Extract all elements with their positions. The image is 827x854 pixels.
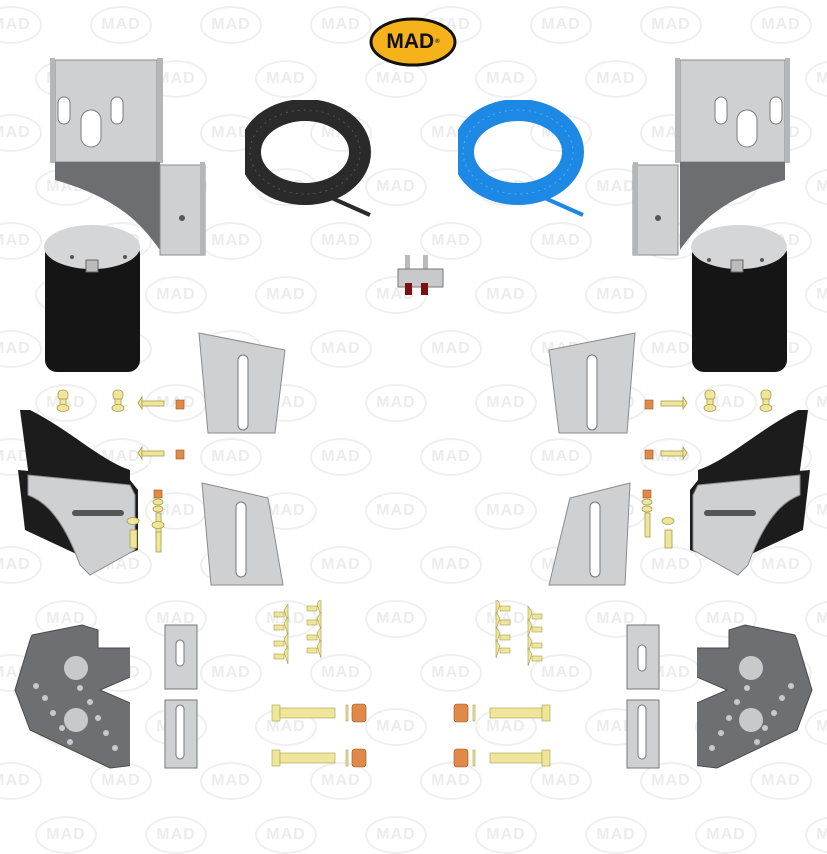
watermark-logo: MAD xyxy=(145,816,207,854)
watermark-logo: MAD xyxy=(530,762,592,800)
watermark-logo: MAD xyxy=(255,816,317,854)
lower-bracket-right xyxy=(690,410,810,576)
spacer-plate-right-upper xyxy=(548,332,636,434)
watermark-logo: MAD xyxy=(365,168,427,206)
air-spring-left xyxy=(44,225,140,372)
long-bolts-left xyxy=(271,703,367,768)
axle-plate-right xyxy=(697,624,813,769)
watermark-logo: MAD xyxy=(310,330,372,368)
watermark-logo: MAD xyxy=(35,816,97,854)
watermark-logo: MAD xyxy=(420,762,482,800)
upper-bracket-right xyxy=(632,58,790,256)
lower-bracket-left xyxy=(18,410,138,576)
watermark-logo: MAD xyxy=(200,654,262,692)
logo-ellipse-icon xyxy=(369,17,457,67)
watermark-logo: MAD xyxy=(310,654,372,692)
watermark-logo: MAD xyxy=(145,276,207,314)
watermark-logo: MAD xyxy=(365,708,427,746)
watermark-logo: MAD xyxy=(530,6,592,44)
logo-label: MAD xyxy=(386,30,435,53)
logo-text: MAD® xyxy=(369,17,457,67)
watermark-logo: MAD xyxy=(695,600,757,638)
watermark-logo: MAD xyxy=(475,384,537,422)
watermark-logo: MAD xyxy=(475,492,537,530)
watermark-logo: MAD xyxy=(0,114,42,152)
watermark-logo: MAD xyxy=(0,222,42,260)
watermark-logo: MAD xyxy=(750,546,812,584)
watermark-logo: MAD xyxy=(200,438,262,476)
watermark-logo: MAD xyxy=(805,816,827,854)
hardware-right-upper xyxy=(641,389,773,549)
registered-mark: ® xyxy=(435,39,440,45)
hardware-left-upper xyxy=(56,389,185,553)
watermark-logo: MAD xyxy=(365,492,427,530)
watermark-logo: MAD xyxy=(805,276,827,314)
watermark-logo: MAD xyxy=(365,600,427,638)
spacer-plate-left-lower xyxy=(201,482,284,586)
watermark-logo: MAD xyxy=(750,6,812,44)
air-line-black xyxy=(245,100,371,217)
watermark-logo: MAD xyxy=(530,222,592,260)
watermark-logo: MAD xyxy=(420,438,482,476)
watermark-logo: MAD xyxy=(420,546,482,584)
spacer-plate-left-upper xyxy=(198,332,286,434)
air-spring-right xyxy=(691,225,787,372)
watermark-logo: MAD xyxy=(255,276,317,314)
watermark-logo: MAD xyxy=(365,816,427,854)
watermark-logo: MAD xyxy=(310,762,372,800)
watermark-logo: MAD xyxy=(805,168,827,206)
spacer-plate-right-lower xyxy=(548,482,631,586)
watermark-logo: MAD xyxy=(805,60,827,98)
watermark-logo: MAD xyxy=(420,330,482,368)
watermark-logo: MAD xyxy=(365,384,427,422)
watermark-logo: MAD xyxy=(585,816,647,854)
upper-bracket-left xyxy=(50,58,206,256)
air-line-blue xyxy=(458,100,584,217)
watermark-logo: MAD xyxy=(750,762,812,800)
countersunk-bolts-right xyxy=(495,600,543,667)
watermark-logo: MAD xyxy=(475,60,537,98)
watermark-logo: MAD xyxy=(640,762,702,800)
watermark-logo: MAD xyxy=(310,546,372,584)
watermark-logo: MAD xyxy=(530,654,592,692)
watermark-logo: MAD xyxy=(475,816,537,854)
watermark-logo: MAD xyxy=(585,60,647,98)
watermark-logo: MAD xyxy=(200,762,262,800)
long-bolts-right xyxy=(453,703,551,768)
watermark-logo: MAD xyxy=(200,6,262,44)
watermark-logo: MAD xyxy=(420,222,482,260)
watermark-logo: MAD xyxy=(475,276,537,314)
mad-logo: MAD® xyxy=(369,17,457,67)
watermark-logo: MAD xyxy=(530,438,592,476)
watermark-logo: MAD xyxy=(640,6,702,44)
watermark-logo: MAD xyxy=(420,654,482,692)
shims-right xyxy=(626,624,660,769)
t-connector xyxy=(397,255,444,295)
watermark-logo: MAD xyxy=(585,276,647,314)
watermark-logo: MAD xyxy=(310,222,372,260)
watermark-logo: MAD xyxy=(0,6,42,44)
watermark-logo: MAD xyxy=(695,816,757,854)
shims-left xyxy=(164,624,198,769)
watermark-logo: MAD xyxy=(0,330,42,368)
watermark-logo: MAD xyxy=(90,6,152,44)
axle-plate-left xyxy=(14,624,130,769)
countersunk-bolts-left xyxy=(273,600,322,665)
watermark-logo: MAD xyxy=(585,600,647,638)
watermark-logo: MAD xyxy=(310,6,372,44)
watermark-logo: MAD xyxy=(255,60,317,98)
watermark-logo: MAD xyxy=(310,438,372,476)
